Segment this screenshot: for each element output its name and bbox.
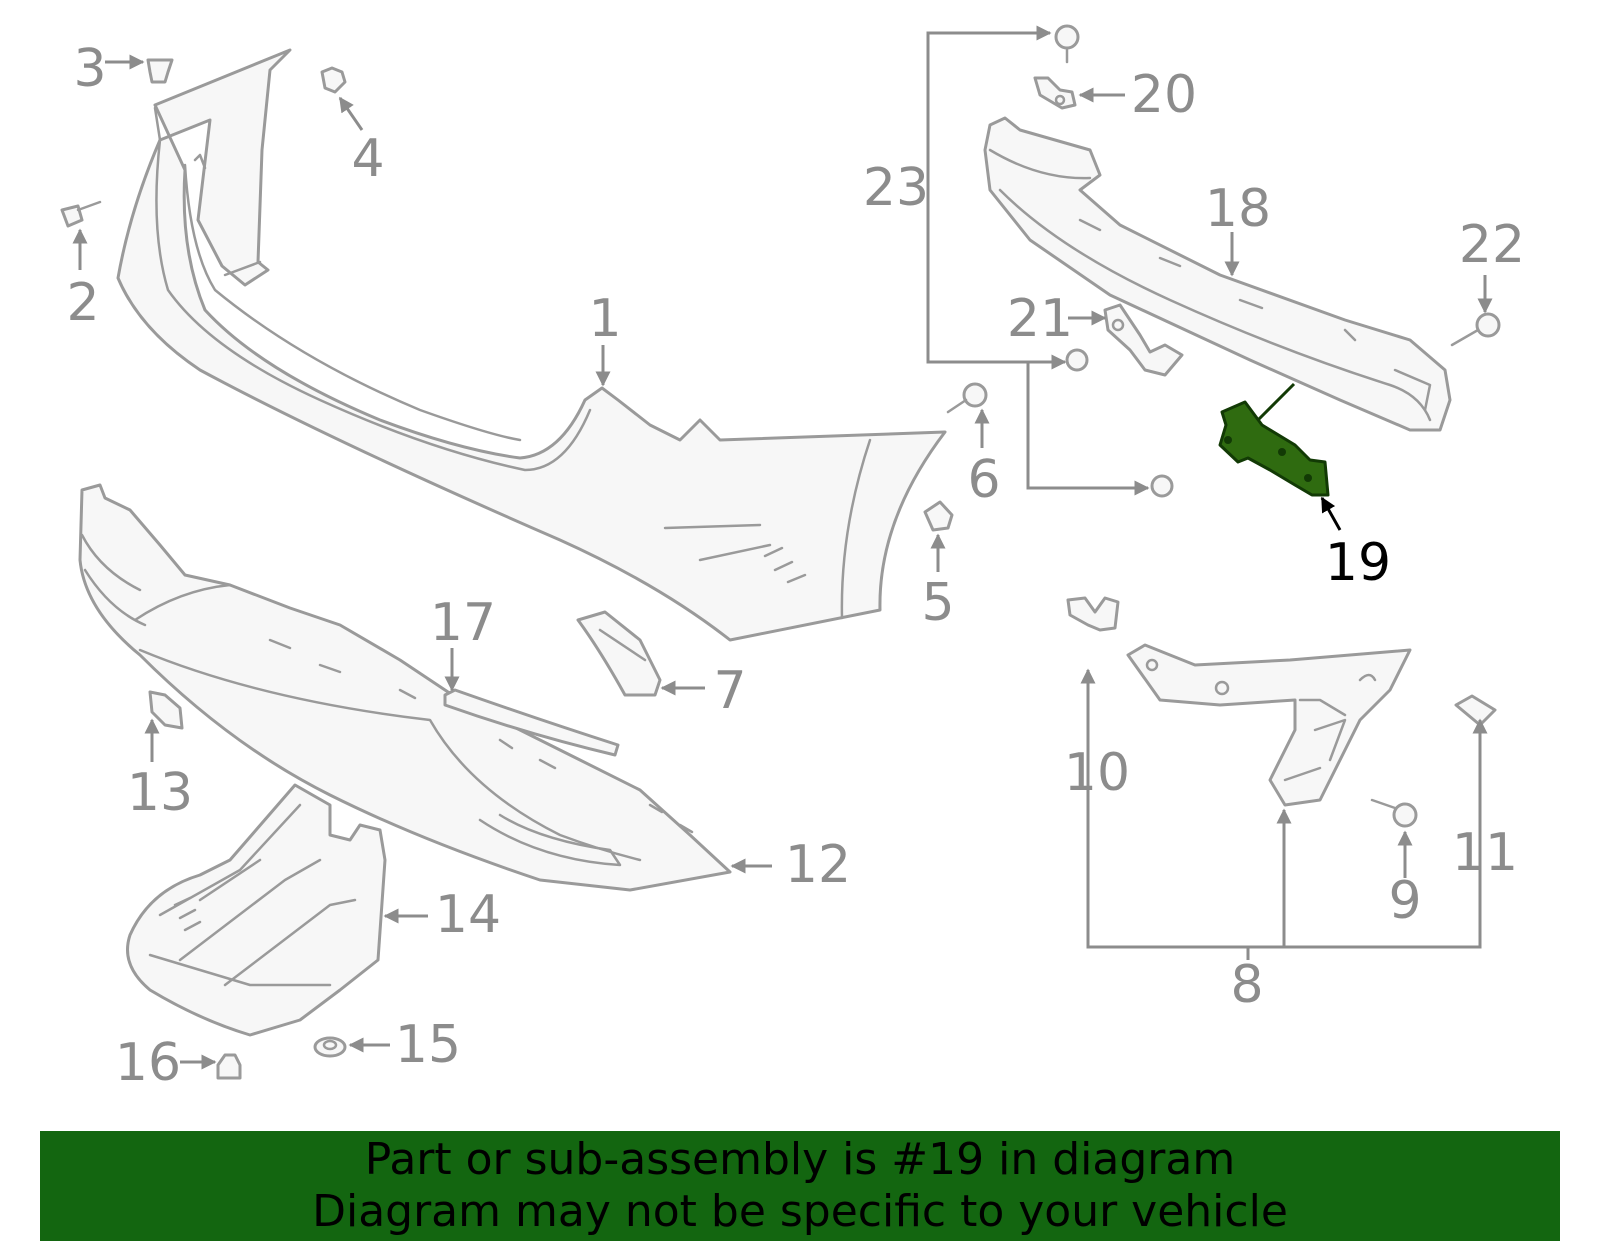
callout-20[interactable]: 20 [1131, 65, 1197, 125]
part-22-screw[interactable] [1450, 312, 1501, 347]
leader-lines [72, 25, 1493, 1070]
part-7-trim[interactable] [576, 610, 662, 697]
callout-7[interactable]: 7 [713, 661, 746, 721]
part-1-bumper-cover[interactable] [116, 48, 947, 642]
part-4-clip[interactable] [320, 66, 347, 94]
callout-14[interactable]: 14 [435, 885, 501, 945]
callout-8[interactable]: 8 [1230, 955, 1263, 1015]
callout-2[interactable]: 2 [66, 273, 99, 333]
part-15-nut[interactable] [313, 1036, 347, 1058]
part-9-screw[interactable] [1370, 798, 1418, 828]
callout-10[interactable]: 10 [1064, 743, 1130, 803]
part-3-clip[interactable] [146, 58, 174, 84]
part-8-side-bracket[interactable] [1126, 643, 1412, 807]
callout-22[interactable]: 22 [1459, 215, 1525, 275]
banner-line-2: Diagram may not be specific to your vehi… [312, 1186, 1288, 1237]
part-5-nut[interactable] [923, 500, 954, 532]
part-18-reinforcement[interactable] [983, 116, 1452, 432]
callout-12[interactable]: 12 [785, 835, 851, 895]
callout-9[interactable]: 9 [1388, 871, 1421, 931]
info-banner: Part or sub-assembly is #19 in diagram D… [40, 1131, 1560, 1241]
part-17-molding[interactable] [443, 688, 620, 757]
callout-15[interactable]: 15 [395, 1015, 461, 1075]
callout-5[interactable]: 5 [921, 573, 954, 633]
callout-13[interactable]: 13 [127, 763, 193, 823]
part-10-clip[interactable] [1066, 596, 1120, 632]
callout-4[interactable]: 4 [351, 129, 384, 189]
part-20-bracket[interactable] [1033, 76, 1077, 110]
part-13-clip[interactable] [148, 690, 184, 730]
callout-labels: 1 2 3 4 5 6 7 8 9 10 11 12 13 14 15 16 1… [66, 39, 1525, 1093]
part-11-clip[interactable] [1454, 694, 1497, 727]
part-19-bracket[interactable] [1218, 382, 1330, 497]
callout-6[interactable]: 6 [967, 450, 1000, 510]
part-6-screw[interactable] [946, 382, 988, 414]
banner-line-1: Part or sub-assembly is #19 in diagram [364, 1134, 1236, 1185]
part-23-screws[interactable] [1054, 24, 1174, 498]
part-21-bracket[interactable] [1103, 303, 1184, 377]
part-14-undertray[interactable] [126, 783, 387, 1037]
callout-18[interactable]: 18 [1205, 179, 1271, 239]
callout-17[interactable]: 17 [430, 593, 496, 653]
callout-23[interactable]: 23 [863, 158, 929, 218]
part-2-screw[interactable] [60, 200, 102, 228]
callout-21[interactable]: 21 [1007, 289, 1073, 349]
callout-1[interactable]: 1 [588, 289, 621, 349]
callout-3[interactable]: 3 [73, 39, 106, 99]
callout-16[interactable]: 16 [115, 1033, 181, 1093]
part-16-clip[interactable] [216, 1053, 242, 1080]
callout-11[interactable]: 11 [1452, 823, 1518, 883]
callout-19[interactable]: 19 [1325, 533, 1391, 593]
